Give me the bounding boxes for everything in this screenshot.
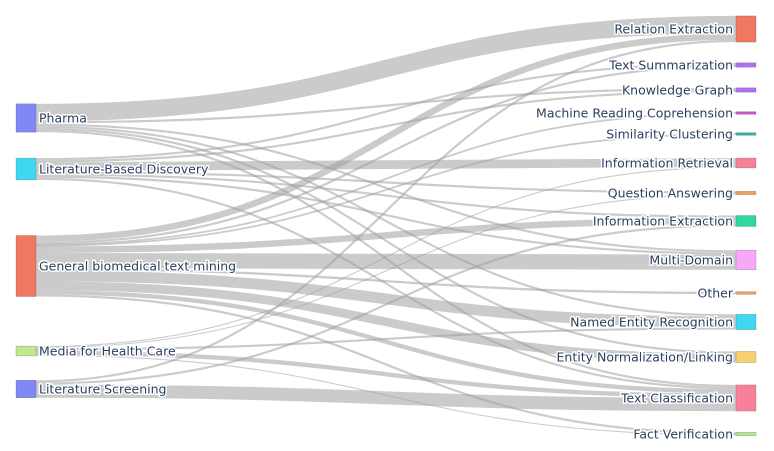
link-mhc-to-tc[interactable] xyxy=(35,350,737,398)
link-pharma-to-re[interactable] xyxy=(35,15,737,122)
link-lbd-to-kg[interactable] xyxy=(35,90,737,163)
link-gbtm-to-ner[interactable] xyxy=(35,270,737,328)
node-label-kg: Knowledge Graph xyxy=(622,83,733,98)
link-gbtm-to-tc[interactable] xyxy=(35,289,737,394)
node-label-enl: Entity Normalization/Linking xyxy=(557,350,733,365)
link-gbtm-to-fv[interactable] xyxy=(35,294,737,435)
link-gbtm-to-enl[interactable] xyxy=(35,281,737,363)
node-label-tc: Text Classification xyxy=(620,391,733,406)
node-label-sc: Similarity Clustering xyxy=(606,127,733,142)
node-enl[interactable] xyxy=(735,351,757,363)
node-pharma[interactable] xyxy=(15,103,37,133)
node-sc[interactable] xyxy=(735,132,757,136)
link-ls-to-ie[interactable] xyxy=(35,224,737,385)
node-md[interactable] xyxy=(735,249,757,271)
node-label-ner: Named Entity Recognition xyxy=(570,315,733,330)
node-label-qa: Question Answering xyxy=(608,186,733,201)
node-label-other: Other xyxy=(698,286,734,301)
node-kg[interactable] xyxy=(735,87,757,93)
node-lbd[interactable] xyxy=(15,157,37,181)
node-ls[interactable] xyxy=(15,380,37,398)
link-ls-to-re[interactable] xyxy=(35,39,737,383)
node-label-re: Relation Extraction xyxy=(614,22,733,37)
node-label-pharma: Pharma xyxy=(39,111,87,126)
link-gbtm-to-md[interactable] xyxy=(35,252,737,270)
link-gbtm-to-sc[interactable] xyxy=(35,133,737,247)
link-gbtm-to-re[interactable] xyxy=(35,33,737,243)
link-gbtm-to-ts[interactable] xyxy=(35,65,737,245)
node-mrc[interactable] xyxy=(735,111,757,115)
node-re[interactable] xyxy=(735,15,757,43)
node-gbtm[interactable] xyxy=(15,235,37,297)
link-pharma-to-md[interactable] xyxy=(35,123,737,253)
link-lbd-to-tc[interactable] xyxy=(35,177,737,390)
node-ie[interactable] xyxy=(735,215,757,227)
node-label-ts: Text Summarization xyxy=(608,58,733,73)
node-ner[interactable] xyxy=(735,314,757,330)
nodes-layer xyxy=(15,15,757,436)
node-label-ir: Information Retrieval xyxy=(601,156,733,171)
node-qa[interactable] xyxy=(735,191,757,195)
link-lbd-to-ir[interactable] xyxy=(35,158,737,172)
node-label-fv: Fact Verification xyxy=(633,427,733,442)
link-ls-to-tc[interactable] xyxy=(35,384,737,412)
link-lbd-to-md[interactable] xyxy=(35,175,737,255)
node-label-md: Multi-Domain xyxy=(649,253,733,268)
link-mhc-to-ir[interactable] xyxy=(35,166,737,348)
link-gbtm-to-ie[interactable] xyxy=(35,217,737,253)
node-label-ie: Information Extraction xyxy=(593,214,733,229)
link-mhc-to-ner[interactable] xyxy=(35,327,737,351)
link-pharma-to-enl[interactable] xyxy=(35,127,737,354)
link-gbtm-to-mrc[interactable] xyxy=(35,112,737,246)
link-lbd-to-ie[interactable] xyxy=(35,173,737,218)
links-layer xyxy=(35,15,737,436)
link-mhc-to-qa[interactable] xyxy=(35,193,737,349)
node-tc[interactable] xyxy=(735,384,757,412)
link-lbd-to-qa[interactable] xyxy=(35,171,737,194)
node-ts[interactable] xyxy=(735,62,757,68)
node-label-mrc: Machine Reading Coprehension xyxy=(536,106,733,121)
link-lbd-to-ts[interactable] xyxy=(35,62,737,161)
node-ir[interactable] xyxy=(735,157,757,169)
link-pharma-to-kg[interactable] xyxy=(35,87,737,124)
node-label-ls: Literature Screening xyxy=(39,382,166,397)
node-fv[interactable] xyxy=(735,432,757,436)
node-label-lbd: Literature-Based Discovery xyxy=(39,162,209,177)
node-mhc[interactable] xyxy=(15,345,37,357)
node-other[interactable] xyxy=(735,291,757,295)
link-gbtm-to-other[interactable] xyxy=(35,268,737,295)
link-pharma-to-ner[interactable] xyxy=(35,125,737,317)
node-label-gbtm: General biomedical text mining xyxy=(39,259,236,274)
node-label-mhc: Media for Health Care xyxy=(39,344,176,359)
